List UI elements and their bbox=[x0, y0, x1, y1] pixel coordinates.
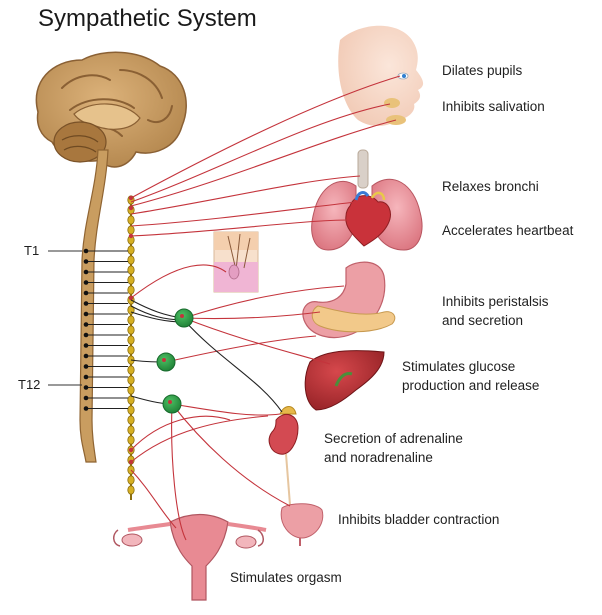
chain-ganglion bbox=[127, 225, 135, 235]
spinal-nerve-root bbox=[83, 311, 89, 317]
spinal-nerve-root bbox=[83, 332, 89, 338]
label-line: Inhibits peristalsis bbox=[442, 294, 549, 309]
chain-ganglion bbox=[127, 255, 135, 265]
chain-ganglion bbox=[127, 245, 135, 255]
face-icon bbox=[338, 25, 424, 127]
synapse-marker bbox=[128, 205, 134, 211]
heart-icon bbox=[345, 191, 391, 247]
bladder-icon bbox=[280, 503, 324, 546]
segment-label-t12: T12 bbox=[18, 377, 41, 392]
uterus-icon bbox=[113, 513, 267, 601]
label-stimulates-orgasm: Stimulates orgasm bbox=[230, 570, 342, 585]
spinal-nerve-root bbox=[83, 301, 89, 306]
chain-ganglion bbox=[127, 485, 135, 495]
chain-ganglion bbox=[127, 335, 135, 345]
chain-ganglion bbox=[127, 415, 135, 425]
sympathetic-chain-icon bbox=[127, 195, 135, 500]
chain-ganglion bbox=[127, 315, 135, 325]
spinal-nerve-root bbox=[83, 269, 89, 275]
chain-ganglion bbox=[127, 475, 135, 485]
label-stimulates-glucose: Stimulates glucose production and releas… bbox=[402, 357, 539, 395]
pancreas-icon bbox=[311, 305, 396, 333]
label-line: production and release bbox=[402, 378, 540, 393]
label-inhibits-peristalsis: Inhibits peristalsis and secretion bbox=[442, 292, 549, 330]
label-line: and noradrenaline bbox=[324, 450, 433, 465]
spinal-nerve-root bbox=[83, 343, 89, 348]
spinal-nerve-root bbox=[83, 322, 89, 327]
label-accelerates-heartbeat: Accelerates heartbeat bbox=[442, 223, 574, 238]
nerve-fibers bbox=[130, 75, 401, 541]
brain-icon bbox=[35, 51, 187, 168]
label-line: and secretion bbox=[442, 313, 524, 328]
spinal-nerve-root bbox=[83, 353, 89, 359]
label-inhibits-bladder: Inhibits bladder contraction bbox=[338, 512, 500, 527]
preganglionic-fibers bbox=[130, 299, 283, 413]
adrenal-gland-icon bbox=[279, 406, 297, 415]
spinal-nerve-root bbox=[83, 259, 89, 264]
spinal-cord-icon bbox=[79, 149, 109, 463]
spinal-nerve-root bbox=[83, 248, 89, 254]
skin-section-icon bbox=[213, 231, 259, 293]
chain-ganglion bbox=[127, 215, 135, 225]
spinal-nerve-root bbox=[83, 395, 89, 401]
chain-ganglion bbox=[127, 395, 135, 405]
spinal-nerve-root bbox=[83, 280, 89, 285]
chain-ganglion bbox=[127, 325, 135, 335]
label-line: Stimulates glucose bbox=[402, 359, 516, 374]
spinal-nerve-root bbox=[83, 385, 89, 390]
chain-ganglion bbox=[127, 435, 135, 445]
segment-label-t1: T1 bbox=[24, 243, 40, 258]
spinal-nerve-root bbox=[83, 406, 89, 411]
diagram-title: Sympathetic System bbox=[38, 5, 257, 32]
spinal-nerve-root bbox=[83, 364, 89, 369]
label-secretion-adrenaline: Secretion of adrenaline and noradrenalin… bbox=[324, 429, 463, 467]
label-relaxes-bronchi: Relaxes bronchi bbox=[442, 179, 539, 194]
label-inhibits-salivation: Inhibits salivation bbox=[442, 99, 545, 114]
spinal-nerve-connections bbox=[83, 248, 128, 411]
chain-ganglion bbox=[127, 375, 135, 385]
liver-icon bbox=[304, 350, 385, 411]
chain-ganglion bbox=[127, 425, 135, 435]
chain-ganglion bbox=[127, 285, 135, 295]
chain-ganglion bbox=[127, 275, 135, 285]
kidney-icon bbox=[268, 413, 299, 506]
label-dilates-pupils: Dilates pupils bbox=[442, 63, 523, 78]
label-line: Secretion of adrenaline bbox=[324, 431, 463, 446]
chain-ganglion bbox=[127, 265, 135, 275]
chain-ganglion bbox=[127, 345, 135, 355]
chain-ganglion bbox=[127, 405, 135, 415]
chain-ganglion bbox=[127, 365, 135, 375]
chain-ganglion bbox=[127, 385, 135, 395]
collateral-ganglia bbox=[156, 308, 194, 414]
spinal-nerve-root bbox=[83, 374, 89, 380]
spinal-nerve-root bbox=[83, 290, 89, 296]
